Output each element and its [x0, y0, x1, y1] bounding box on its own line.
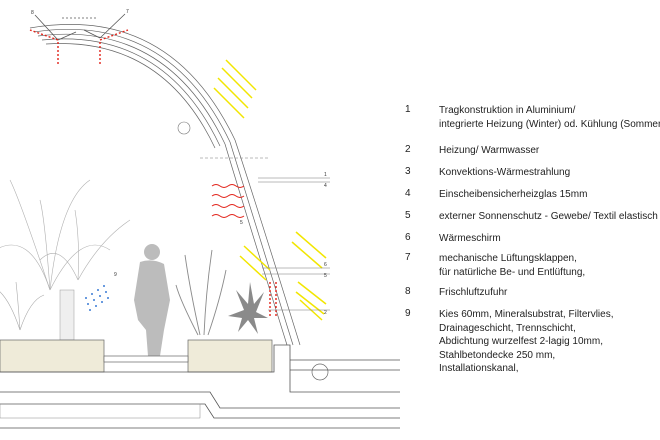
legend-text-line: externer Sonnenschutz - Gewebe/ Textil e… [439, 211, 658, 222]
spiky-plant [228, 282, 268, 334]
legend-number: 1 [405, 104, 411, 115]
sun-rays-upper [213, 59, 257, 119]
label-2: 2 [324, 310, 327, 316]
legend-text: Konvektions-Wärmestrahlung [439, 166, 570, 180]
legend-text: Tragkonstruktion in Aluminium/integriert… [439, 104, 660, 131]
legend-number: 8 [405, 286, 411, 297]
legend-text-line: mechanische Lüftungsklappen, [439, 253, 577, 264]
pipe-detail [177, 121, 191, 135]
legend-number: 2 [405, 144, 411, 155]
legend-text-line: Frischluftzufuhr [439, 287, 508, 298]
legend: 1 Tragkonstruktion in Aluminium/integrier… [400, 100, 660, 400]
legend-text: Kies 60mm, Mineralsubstrat, Filtervlies,… [439, 308, 614, 376]
legend-text-line: Tragkonstruktion in Aluminium/ [439, 105, 576, 116]
label-6: 6 [324, 262, 327, 268]
installation-channel [0, 403, 201, 419]
legend-text-line: Stahlbetondecke 250 mm, [439, 349, 556, 361]
legend-text-line: Installationskanal, [439, 363, 519, 374]
label-1: 1 [324, 172, 327, 178]
palm-trunk [59, 289, 75, 341]
label-5: 5 [324, 273, 327, 279]
legend-text: Einscheibensicherheizglas 15mm [439, 188, 587, 202]
legend-text-line: integrierte Heizung (Winter) od. Kühlung… [439, 118, 660, 130]
legend-number: 5 [405, 210, 411, 221]
legend-text: mechanische Lüftungsklappen, für natürlic… [439, 252, 585, 279]
label-8: 8 [31, 10, 34, 16]
top-vent-flaps [34, 13, 126, 41]
legend-text: Heizung/ Warmwasser [439, 144, 539, 158]
legend-number: 3 [405, 166, 411, 177]
drain-pipe [311, 363, 329, 381]
warm-air-arrows-top [29, 29, 129, 65]
legend-text-line: Drainageschicht, Trennschicht, [439, 322, 576, 334]
legend-text: Wärmeschirm [439, 232, 501, 246]
label-7: 7 [126, 9, 129, 15]
legend-text-line: Kies 60mm, Mineralsubstrat, Filtervlies, [439, 309, 614, 320]
legend-number: 7 [405, 252, 411, 263]
legend-text-line: Abdichtung wurzelfest 2-lagig 10mm, [439, 336, 603, 347]
dracaena-plant [0, 281, 45, 331]
label-9: 9 [114, 272, 117, 278]
grass-plant [175, 249, 227, 336]
legend-text-line: Einscheibensicherheizglas 15mm [439, 189, 588, 200]
fresh-air-dots [85, 285, 109, 311]
legend-number: 9 [405, 308, 411, 319]
legend-text-line: Konvektions-Wärmestrahlung [439, 167, 571, 178]
reference-lines [200, 157, 330, 311]
bench [103, 355, 189, 363]
legend-text-line: Heizung/ Warmwasser [439, 145, 540, 156]
label-4: 4 [324, 183, 327, 189]
palm-plant [0, 179, 131, 291]
legend-text: Frischluftzufuhr [439, 286, 507, 300]
person-silhouette [134, 244, 170, 356]
sun-rays-mid [239, 231, 327, 281]
legend-text-line: Wärmeschirm [439, 233, 501, 244]
greenhouse-section-drawing: 8 7 5 [0, 9, 400, 429]
legend-number: 6 [405, 232, 411, 243]
wall-heating [269, 282, 277, 318]
legend-text-line: für natürliche Be- und Entlüftung, [439, 266, 586, 278]
planter-right [187, 339, 273, 373]
sun-rays-lower [295, 281, 327, 321]
legend-text: externer Sonnenschutz - Gewebe/ Textil e… [439, 210, 658, 224]
legend-number: 4 [405, 188, 411, 199]
planter-left [0, 339, 105, 373]
convection-heat-waves [211, 184, 245, 218]
label-convection: 5 [240, 220, 243, 226]
